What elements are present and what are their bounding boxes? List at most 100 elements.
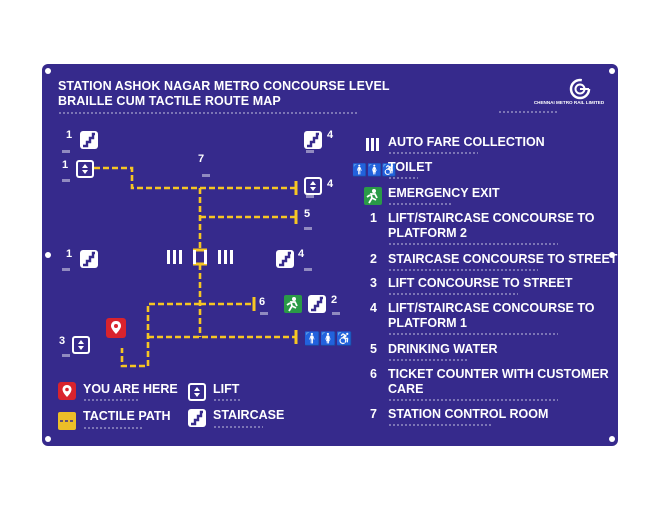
staircase-icon xyxy=(308,295,326,313)
map-label: 4 xyxy=(327,178,334,190)
map-braille xyxy=(306,150,314,153)
map-label: 1 xyxy=(66,248,73,260)
legend-braille xyxy=(388,202,452,207)
legend-braille xyxy=(388,358,468,363)
legend-item-number: 1 xyxy=(370,211,377,225)
operator-name: CHENNAI METRO RAIL LIMITED xyxy=(533,100,605,105)
legend-item-number: 7 xyxy=(370,407,377,421)
cmrl-logo-icon xyxy=(550,78,610,100)
tactile-path-segment xyxy=(120,302,200,368)
legend-braille xyxy=(388,176,418,181)
legend-item-text: TICKET COUNTER WITH CUSTOMER xyxy=(388,367,609,381)
afc-gate-bar xyxy=(193,250,196,264)
sign-title-line1: STATION ASHOK NAGAR METRO CONCOURSE LEVE… xyxy=(58,79,390,93)
legend-item-text: LIFT CONCOURSE TO STREET xyxy=(388,276,573,290)
tactile-path-segment xyxy=(94,166,296,190)
sign-title-line2: BRAILLE CUM TACTILE ROUTE MAP xyxy=(58,94,281,108)
map-label: 1 xyxy=(62,159,69,171)
afc-gate-bar xyxy=(204,250,207,264)
tactile-route-map xyxy=(62,150,340,368)
mounting-hole xyxy=(609,436,615,442)
map-braille xyxy=(62,179,70,182)
you-are-here-pin-icon xyxy=(106,318,126,338)
toilet-legend-icon: 🚹🚺♿ xyxy=(352,163,397,177)
emergency-exit-icon xyxy=(284,295,302,313)
legend-item-text: PLATFORM 2 xyxy=(388,226,467,240)
map-braille xyxy=(62,268,70,271)
legend-item-text: LIFT/STAIRCASE CONCOURSE TO xyxy=(388,211,595,225)
staircase-legend-icon xyxy=(188,409,206,427)
legend-braille xyxy=(388,242,558,247)
mounting-hole xyxy=(45,68,51,74)
mounting-hole xyxy=(609,252,615,258)
legend-braille xyxy=(83,426,143,431)
afc-legend-icon xyxy=(366,138,381,156)
legend-braille xyxy=(213,425,263,430)
staircase-icon xyxy=(304,131,322,149)
afc-gate-bar xyxy=(173,250,176,264)
legend-braille xyxy=(213,398,241,403)
toilet-icon: 🚹🚺♿ xyxy=(304,331,353,346)
lift-legend-icon xyxy=(188,383,206,401)
legend-braille xyxy=(83,398,139,403)
legend-item-number: 5 xyxy=(370,342,377,356)
afc-gate-bar xyxy=(230,250,233,264)
map-label: 3 xyxy=(59,335,66,347)
afc-gate-bar xyxy=(218,250,221,264)
legend-braille xyxy=(388,423,492,428)
map-label: 6 xyxy=(259,296,266,308)
mounting-hole xyxy=(45,252,51,258)
legend-tactile-path: TACTILE PATH xyxy=(83,409,171,423)
logo-braille xyxy=(498,110,558,115)
braille-tactile-sign: STATION ASHOK NAGAR METRO CONCOURSE LEVE… xyxy=(42,64,618,446)
legend-braille xyxy=(388,151,478,156)
legend-item-text: PLATFORM 1 xyxy=(388,316,467,330)
map-braille xyxy=(62,150,70,153)
legend-item-text: LIFT/STAIRCASE CONCOURSE TO xyxy=(388,301,595,315)
afc-gate-bar xyxy=(179,250,182,264)
map-braille xyxy=(202,174,210,177)
map-braille xyxy=(304,227,312,230)
map-braille xyxy=(62,354,70,357)
map-braille xyxy=(304,268,312,271)
legend-braille xyxy=(388,292,518,297)
legend-lift: LIFT xyxy=(213,382,240,396)
map-braille xyxy=(332,312,340,315)
legend-item-text: STAIRCASE CONCOURSE TO STREET xyxy=(388,252,618,266)
map-label: 7 xyxy=(198,153,205,165)
tactile-path-legend-icon xyxy=(58,412,76,430)
legend-item-text: CARE xyxy=(388,382,424,396)
afc-gate-bar xyxy=(167,250,170,264)
afc-gate-bar xyxy=(224,250,227,264)
legend-item-number: 3 xyxy=(370,276,377,290)
legend-afc: AUTO FARE COLLECTION xyxy=(388,135,545,149)
legend-item-number: 6 xyxy=(370,367,377,381)
legend-braille xyxy=(388,332,558,337)
map-braille xyxy=(306,195,314,198)
you-are-here-legend-icon xyxy=(58,382,76,400)
map-label: 4 xyxy=(327,129,334,141)
map-label: 2 xyxy=(331,294,338,306)
legend-staircase: STAIRCASE xyxy=(213,408,285,422)
legend-emergency-exit: EMERGENCY EXIT xyxy=(388,186,500,200)
legend-braille xyxy=(388,268,538,273)
legend-toilet: TOILET xyxy=(388,160,433,174)
lift-icon xyxy=(304,177,322,195)
legend-item-number: 2 xyxy=(370,252,377,266)
staircase-icon xyxy=(276,250,294,268)
mounting-hole xyxy=(45,436,51,442)
mounting-hole xyxy=(609,68,615,74)
map-label: 5 xyxy=(304,208,311,220)
title-braille xyxy=(58,111,358,116)
map-braille xyxy=(260,312,268,315)
emergency-exit-legend-icon xyxy=(364,187,382,205)
legend-you-are-here: YOU ARE HERE xyxy=(83,382,178,396)
legend-braille xyxy=(388,398,558,403)
map-label: 4 xyxy=(298,248,305,260)
staircase-icon xyxy=(80,131,98,149)
lift-icon xyxy=(72,336,90,354)
map-label: 1 xyxy=(66,129,73,141)
legend-item-text: DRINKING WATER xyxy=(388,342,498,356)
lift-icon xyxy=(76,160,94,178)
staircase-icon xyxy=(80,250,98,268)
